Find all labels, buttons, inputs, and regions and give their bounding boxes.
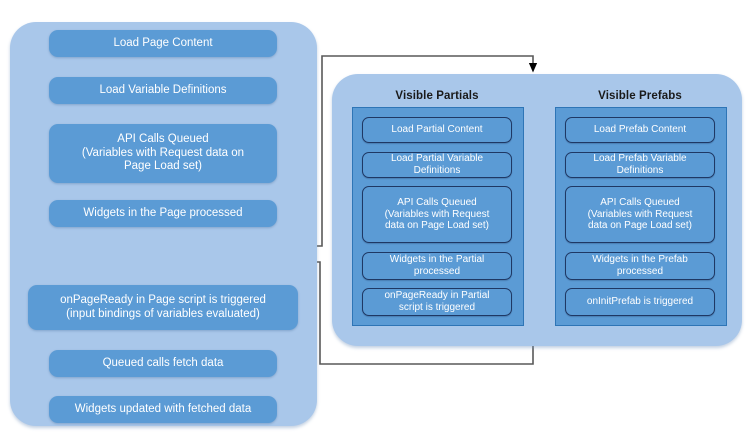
node-label: Widgets in the Prefab processed (592, 254, 688, 277)
node-load-prefab-content[interactable]: Load Prefab Content (565, 117, 715, 143)
node-widgets-partial-processed[interactable]: Widgets in the Partial processed (362, 252, 512, 280)
node-load-variable-definitions[interactable]: Load Variable Definitions (49, 77, 277, 104)
node-label: API Calls Queued (Variables with Request… (384, 196, 490, 232)
node-api-calls-queued-page[interactable]: API Calls Queued (Variables with Request… (49, 124, 277, 183)
node-label: onPageReady in Page script is triggered … (60, 293, 266, 320)
node-api-calls-queued-partial[interactable]: API Calls Queued (Variables with Request… (362, 186, 512, 243)
partials-title-text: Visible Partials (395, 90, 479, 102)
node-label: Widgets in the Partial processed (389, 254, 485, 277)
node-label: Load Partial Variable Definitions (390, 153, 484, 176)
node-label: Load Page Content (113, 36, 213, 49)
node-load-page-content[interactable]: Load Page Content (49, 30, 277, 57)
node-widgets-updated-fetched-data[interactable]: Widgets updated with fetched data (49, 396, 277, 423)
node-queued-calls-fetch-data[interactable]: Queued calls fetch data (49, 350, 277, 377)
node-widgets-prefab-processed[interactable]: Widgets in the Prefab processed (565, 252, 715, 280)
prefabs-group-title: Visible Prefabs (555, 90, 725, 102)
node-label: Widgets in the Page processed (83, 206, 243, 219)
node-label: onInitPrefab is triggered (586, 296, 694, 308)
node-label: API Calls Queued (Variables with Request… (587, 196, 693, 232)
node-label: Load Partial Content (391, 124, 483, 136)
node-label: onPageReady in Partial script is trigger… (384, 290, 490, 313)
node-label: Queued calls fetch data (102, 356, 224, 369)
partials-group-title: Visible Partials (352, 90, 522, 102)
node-label: Load Prefab Content (593, 124, 687, 136)
node-onpageready-page[interactable]: onPageReady in Page script is triggered … (28, 285, 298, 330)
node-load-partial-variable-definitions[interactable]: Load Partial Variable Definitions (362, 152, 512, 178)
node-label: Widgets updated with fetched data (74, 402, 252, 415)
node-oninitprefab[interactable]: onInitPrefab is triggered (565, 288, 715, 316)
node-label: Load Prefab Variable Definitions (593, 153, 687, 176)
node-load-prefab-variable-definitions[interactable]: Load Prefab Variable Definitions (565, 152, 715, 178)
node-label: API Calls Queued (Variables with Request… (81, 133, 245, 173)
node-onpageready-partial[interactable]: onPageReady in Partial script is trigger… (362, 288, 512, 316)
node-api-calls-queued-prefab[interactable]: API Calls Queued (Variables with Request… (565, 186, 715, 243)
prefabs-title-text: Visible Prefabs (598, 90, 682, 102)
node-load-partial-content[interactable]: Load Partial Content (362, 117, 512, 143)
node-widgets-page-processed[interactable]: Widgets in the Page processed (49, 200, 277, 227)
node-label: Load Variable Definitions (99, 83, 227, 96)
